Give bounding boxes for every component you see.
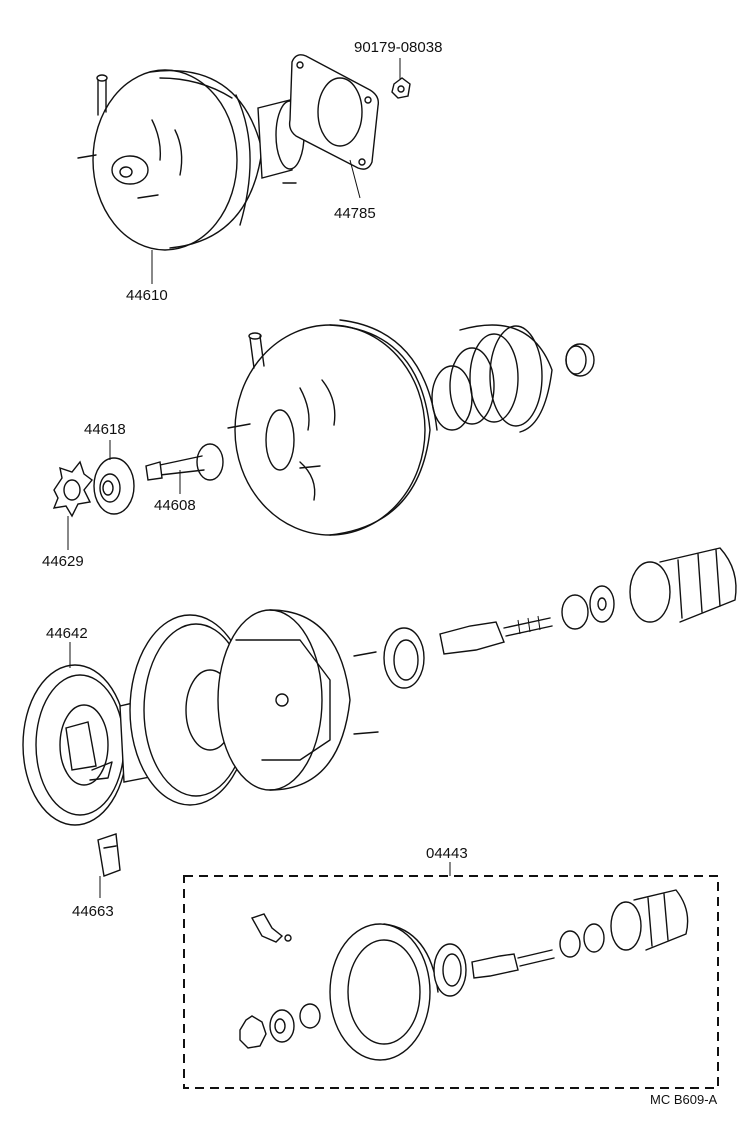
label-44608: 44608 xyxy=(154,497,196,514)
kit-boundary-04443 xyxy=(183,875,719,1089)
key-44629 xyxy=(52,460,93,518)
label-44785: 44785 xyxy=(334,205,376,222)
label-44610: 44610 xyxy=(126,287,168,304)
figure-code: MC B609-A xyxy=(650,1092,718,1107)
clip-44663 xyxy=(97,833,121,877)
washers xyxy=(561,585,615,630)
valve-plunger xyxy=(439,615,553,655)
nut-90179 xyxy=(391,77,411,99)
gasket-44785 xyxy=(288,54,380,170)
push-rod-44608 xyxy=(145,443,224,481)
label-90179-08038: 90179-08038 xyxy=(354,39,442,56)
air-filter xyxy=(565,343,595,377)
label-44642: 44642 xyxy=(46,625,88,642)
leader-lines xyxy=(67,58,451,898)
label-44629: 44629 xyxy=(42,553,84,570)
label-04443: 04443 xyxy=(426,845,468,862)
boot-large xyxy=(629,547,737,623)
booster-front-shell xyxy=(227,319,438,536)
seal xyxy=(383,627,425,689)
label-44663: 44663 xyxy=(72,903,114,920)
rear-shell-section xyxy=(217,609,379,791)
label-44618: 44618 xyxy=(84,421,126,438)
dust-boot xyxy=(431,324,553,433)
kit-parts xyxy=(239,889,689,1061)
retainer-44618 xyxy=(93,457,135,515)
